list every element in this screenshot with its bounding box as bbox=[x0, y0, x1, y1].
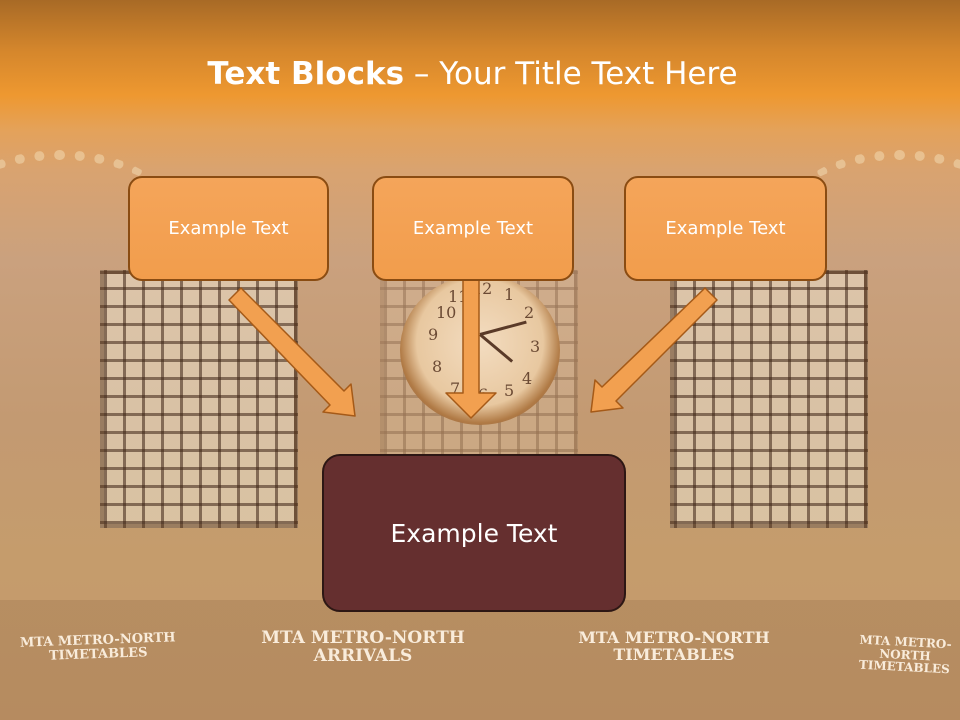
center-text-block[interactable]: Example Text bbox=[322, 454, 626, 612]
title-dash: – bbox=[404, 56, 440, 92]
title-bar: Text Blocks – Your Title Text Here bbox=[0, 0, 960, 150]
title-bold: Text Blocks bbox=[207, 56, 405, 92]
sign-line: TIMETABLES bbox=[613, 644, 735, 664]
text-block-2[interactable]: Example Text bbox=[372, 176, 574, 281]
station-sign: MTA METRO-NORTH TIMETABLES bbox=[566, 628, 782, 664]
text-block-1[interactable]: Example Text bbox=[128, 176, 329, 281]
station-sign: MTA METRO-NORTH ARRIVALS bbox=[248, 628, 478, 666]
sign-line: MTA METRO-NORTH bbox=[578, 628, 770, 647]
arrow-left bbox=[228, 287, 356, 417]
arrow-middle bbox=[445, 279, 497, 419]
slide-title[interactable]: Text Blocks – Your Title Text Here bbox=[0, 56, 945, 92]
arrow-right bbox=[590, 287, 718, 413]
title-rest: Your Title Text Here bbox=[439, 56, 738, 92]
sign-line: ARRIVALS bbox=[313, 645, 413, 666]
sign-line: MTA METRO-NORTH bbox=[261, 628, 465, 648]
text-block-3[interactable]: Example Text bbox=[624, 176, 827, 281]
